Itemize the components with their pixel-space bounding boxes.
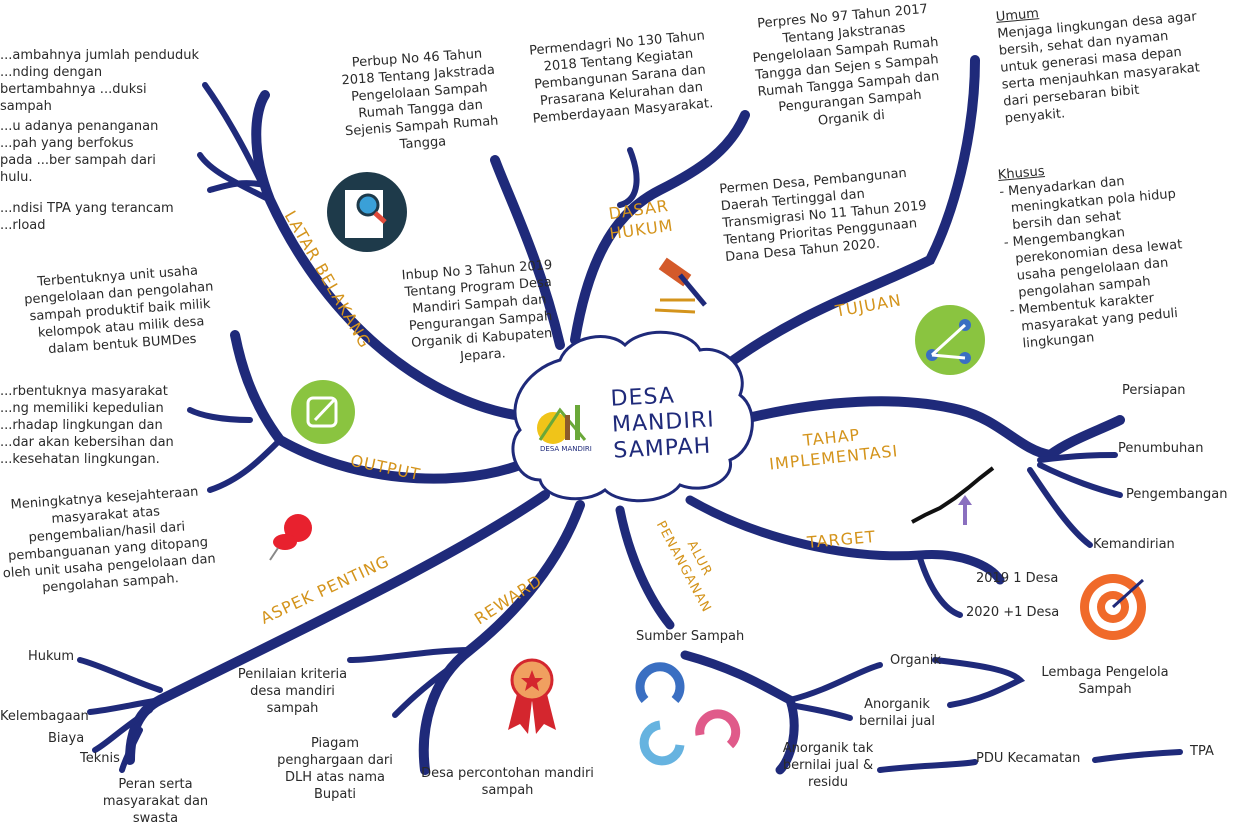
alur-anorganik-residu: Anorganik tak bernilai jual & residu	[782, 741, 874, 790]
aspek-item: Teknis	[80, 751, 120, 766]
recycle-flow-icon	[635, 662, 741, 766]
reward-item: Penilaian kriteria desa mandiri sampah	[237, 667, 348, 716]
latar-belakang-item: ...ndisi TPA yang terancam ...rload	[0, 201, 174, 233]
tahap-item: Pengembangan	[1126, 487, 1228, 502]
external-link-icon	[291, 380, 355, 444]
target-item: 2020 +1 Desa	[966, 605, 1060, 620]
tahap-item: Persiapan	[1122, 383, 1186, 398]
alur-organik: Organik	[890, 653, 941, 668]
tujuan-khusus: Khusus - Menyadarkan dan meningkatkan po…	[997, 150, 1213, 354]
reward-item: Piagam penghargaan dari DLH atas nama Bu…	[277, 736, 393, 802]
alur-sumber-sampah: Sumber Sampah	[636, 629, 745, 644]
logo-text: DESA MANDIRI	[540, 445, 592, 453]
center-title: DESA MANDIRI SAMPAH	[610, 383, 716, 464]
target-icon	[1080, 574, 1146, 640]
reward-item: Desa percontohan mandiri sampah	[421, 766, 594, 798]
aspek-item: Peran serta masyarakat dan swasta	[102, 777, 209, 826]
aspek-item: Biaya	[48, 731, 85, 746]
output-item: ...rbentuknya masyarakat ...ng memiliki …	[0, 384, 174, 467]
latar-belakang-item: ...u adanya penanganan ...pah yang berfo…	[0, 119, 159, 185]
aspek-item: Hukum	[28, 649, 75, 664]
dasar-hukum-item: Permendagri No 130 Tahun 2018 Tentang Ke…	[528, 28, 714, 127]
share-icon	[915, 305, 985, 375]
alur-anorganik-jual: Anorganik bernilai jual	[859, 697, 935, 729]
target-item: 2019 1 Desa	[976, 571, 1059, 586]
pushpin-icon	[269, 514, 312, 561]
desa-mandiri-logo-icon	[537, 405, 587, 444]
tujuan-umum-text: Menjaga lingkungan desa agar bersih, seh…	[996, 9, 1201, 127]
alur-tpa: TPA	[1190, 744, 1214, 759]
search-document-icon	[327, 172, 407, 252]
gavel-icon	[654, 257, 707, 314]
latar-belakang-item: ...ambahnya jumlah penduduk ...nding den…	[0, 48, 199, 114]
dasar-hukum-item: Perpres No 97 Tahun 2017 Tentang Jakstra…	[752, 1, 940, 129]
dasar-hukum-item: Perbup No 46 Tahun 2018 Tentang Jakstrad…	[341, 46, 499, 153]
alur-lembaga-pengelola: Lembaga Pengelola Sampah	[1041, 665, 1169, 697]
output-item: Terbentuknya unit usaha pengelolaan dan …	[23, 263, 214, 358]
staircase-arrow-icon	[911, 466, 995, 525]
award-ribbon-icon	[508, 658, 556, 734]
tahap-item: Kemandirian	[1093, 537, 1175, 552]
tahap-item: Penumbuhan	[1118, 441, 1204, 456]
alur-pdu-kecamatan: PDU Kecamatan	[976, 751, 1081, 766]
aspek-item: Kelembagaan	[0, 709, 89, 724]
dasar-hukum-item: Inbup No 3 Tahun 2019 Tentang Program De…	[401, 257, 553, 365]
tujuan-umum: Umum Menjaga lingkungan desa agar bersih…	[995, 0, 1205, 127]
output-item: Meningkatnya kesejahteraan masyarakat at…	[2, 484, 217, 596]
